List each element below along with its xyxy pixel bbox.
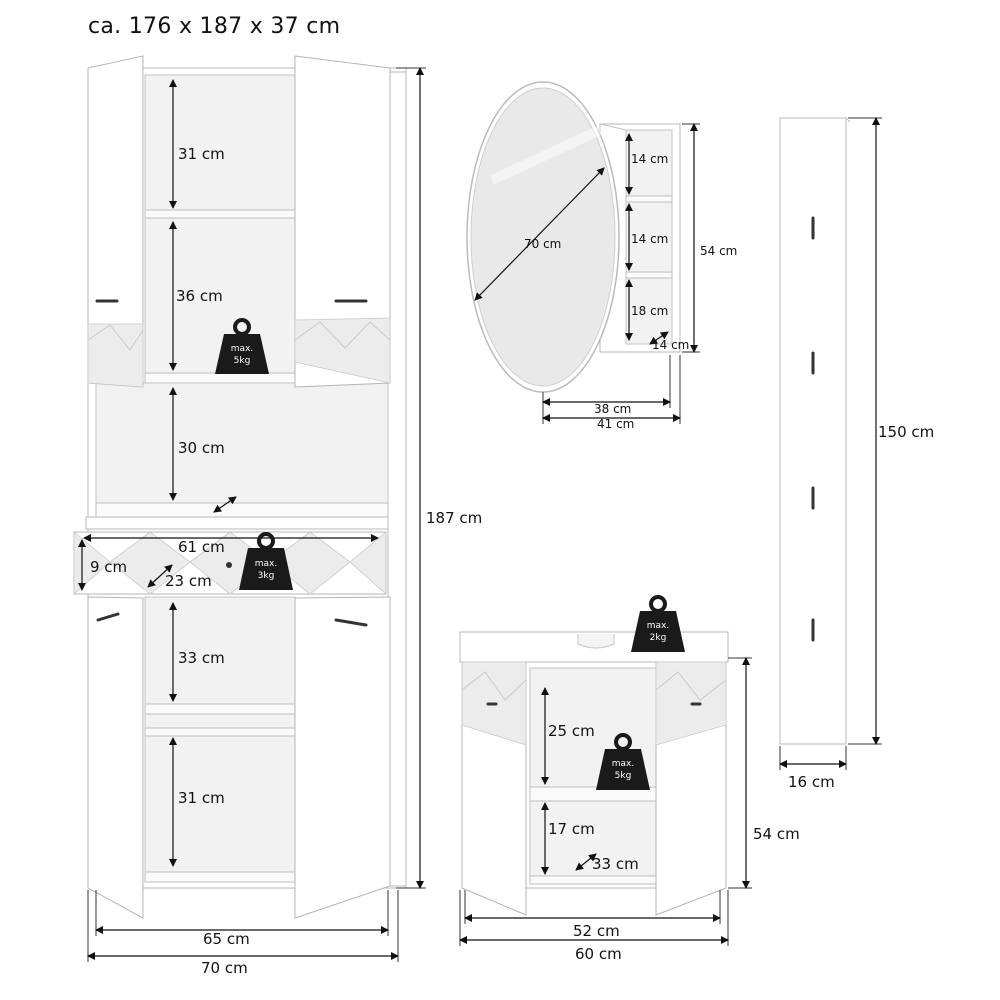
door-handle [334, 618, 368, 627]
weight-vanity-shelf-line1: max. [612, 759, 634, 769]
label-mirror-shelf-3: 18 cm [631, 304, 668, 318]
dimensions-title: ca. 176 x 187 x 37 cm [88, 14, 341, 39]
label-vanity-upper: 25 cm [548, 722, 595, 740]
vanity [459, 631, 729, 916]
weight-vanity-shelf-line2: 5kg [615, 771, 632, 781]
label-height: 187 cm [426, 509, 482, 527]
vanity-labels: 25 cm 17 cm 33 cm 54 cm 52 cm 60 cm [548, 722, 800, 963]
label-drawer-height: 9 cm [90, 558, 127, 576]
label-mirror-shelf-2: 14 cm [631, 232, 668, 246]
vanity-dimensions [459, 657, 752, 946]
tall-cabinet [73, 55, 407, 919]
weight-shelf-line2: 5kg [234, 356, 251, 366]
coat-panel [779, 117, 851, 745]
label-shelf-3: 33 cm [178, 649, 225, 667]
label-panel-height: 150 cm [878, 423, 934, 441]
tall-cabinet-dimensions [78, 67, 426, 962]
label-vanity-height: 54 cm [753, 825, 800, 843]
label-mirror-inner-width: 38 cm [594, 402, 631, 416]
label-vanity-lower: 17 cm [548, 820, 595, 838]
label-shelf-1: 31 cm [178, 145, 225, 163]
label-vanity-depth: 33 cm [592, 855, 639, 873]
label-drawer-depth: 23 cm [165, 572, 212, 590]
label-mirror-diameter: 70 cm [524, 237, 561, 251]
weight-drawer-line1: max. [255, 559, 277, 569]
label-mirror-shelf-1: 14 cm [631, 152, 668, 166]
mirror-cabinet-labels: 70 cm 14 cm 14 cm 18 cm 14 cm 54 cm 38 c… [524, 152, 737, 431]
label-drawer-width: 61 cm [178, 538, 225, 556]
label-vanity-inner-width: 52 cm [573, 922, 620, 940]
weight-shelf-line1: max. [231, 344, 253, 354]
label-outer-width: 70 cm [201, 959, 248, 977]
weight-icon: max. 2kg [631, 595, 685, 652]
weight-icon: max. 5kg [596, 733, 650, 790]
label-mirror-height: 54 cm [700, 244, 737, 258]
label-panel-width: 16 cm [788, 773, 835, 791]
door-facets [87, 317, 391, 388]
weight-icon: max. 5kg [215, 318, 269, 374]
label-inner-width: 65 cm [203, 930, 250, 948]
weight-top-line2: 2kg [650, 633, 667, 643]
door-handle [96, 612, 120, 622]
label-vanity-outer-width: 60 cm [575, 945, 622, 963]
label-open-compartment: 30 cm [178, 439, 225, 457]
coat-panel-dimensions [779, 117, 882, 770]
mirror-cabinet-dimensions [474, 123, 700, 424]
coat-panel-labels: 150 cm 16 cm [788, 423, 934, 791]
label-shelf-4: 31 cm [178, 789, 225, 807]
label-shelf-2: 36 cm [176, 287, 223, 305]
label-mirror-depth: 14 cm [652, 338, 689, 352]
label-mirror-outer-width: 41 cm [597, 417, 634, 431]
weight-top-line1: max. [647, 621, 669, 631]
tall-cabinet-labels: 31 cm 36 cm 30 cm 61 cm 9 cm 23 cm 33 cm… [90, 145, 482, 977]
weight-drawer-line2: 3kg [258, 571, 275, 581]
weight-icon: max. 3kg [239, 532, 293, 590]
